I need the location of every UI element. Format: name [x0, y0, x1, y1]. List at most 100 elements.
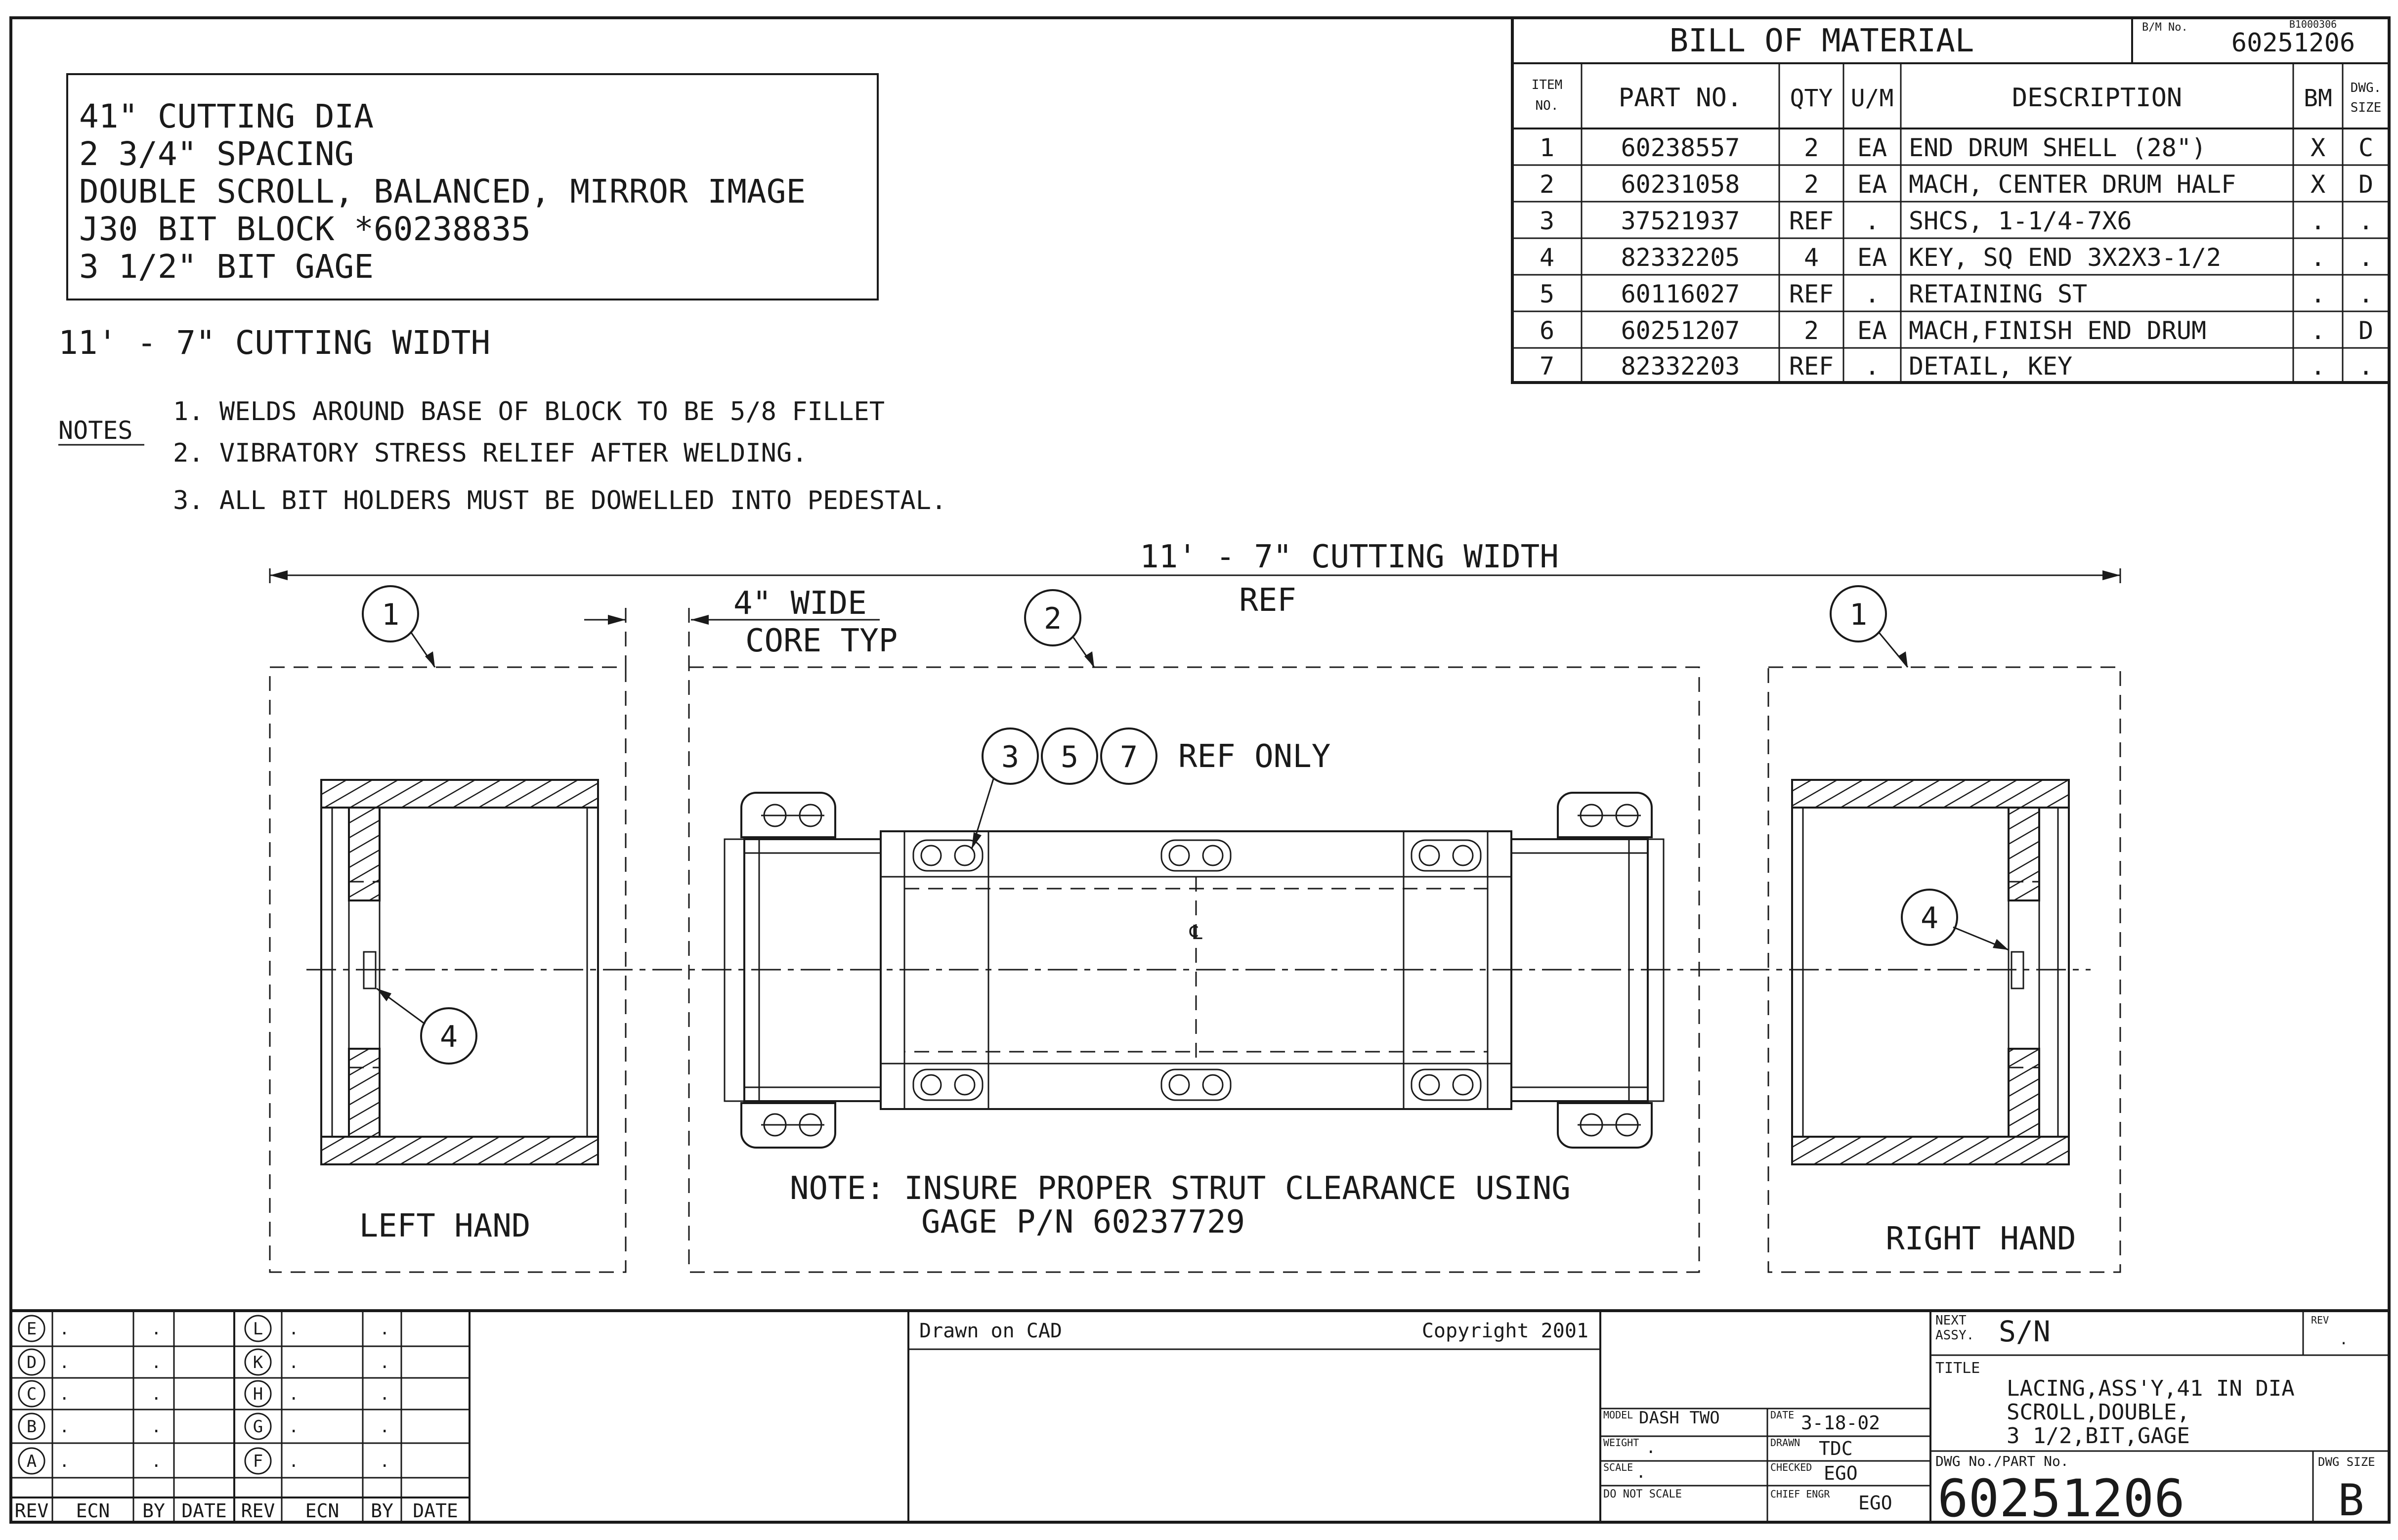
balloon-1-right: 1 — [1830, 585, 1909, 668]
revision-table: E D C B A L K H G F . . . . . . . . . . — [10, 1311, 471, 1522]
cad-notice-block: Drawn on CAD Copyright 2001 — [907, 1311, 1600, 1522]
rev-cell: . — [289, 1417, 299, 1437]
dwg-size-label: DWG SIZE — [2318, 1455, 2375, 1469]
bom-row-part: 60231058 — [1621, 170, 1740, 199]
bolt-pair — [1411, 1069, 1482, 1101]
balloon-4-right: 4 — [1921, 901, 1938, 936]
note-item: 3. ALL BIT HOLDERS MUST BE DOWELLED INTO… — [173, 486, 946, 515]
rev-cell: . — [289, 1319, 299, 1339]
balloon-2: 2 — [1024, 589, 1095, 668]
bolt-pair — [912, 1069, 984, 1101]
rev-cell: . — [151, 1417, 161, 1437]
core-width-label: CORE TYP — [745, 623, 898, 659]
checked-value: EGO — [1824, 1462, 1858, 1484]
copyright: Copyright 2001 — [1422, 1320, 1588, 1342]
bom-row-qty: REF — [1789, 207, 1834, 235]
rev-cell: . — [151, 1452, 161, 1471]
rev-col-header: ECN — [76, 1500, 110, 1522]
bom-row-qty: 2 — [1804, 316, 1819, 345]
bom-header-bm: BM — [2304, 85, 2332, 112]
model-label: MODEL — [1603, 1409, 1633, 1421]
rev-label: REV — [2311, 1314, 2329, 1326]
bom-row-bm: . — [2311, 243, 2325, 272]
bom-row-item: 6 — [1540, 316, 1554, 345]
bom-row-desc: SHCS, 1-1/4-7X6 — [1909, 207, 2132, 235]
title-line: LACING,ASS'Y,41 IN DIA — [2007, 1376, 2295, 1401]
title-label: TITLE — [1935, 1360, 1980, 1377]
rev-cell: . — [380, 1417, 389, 1437]
dwg-no-label: DWG No./PART No. — [1935, 1453, 2069, 1469]
bom-header-part: PART NO. — [1619, 83, 1742, 113]
rev-col-header: ECN — [305, 1500, 340, 1522]
rev-letter: L — [253, 1319, 263, 1339]
rev-letter: E — [27, 1319, 37, 1339]
balloon-1-left: 1 — [362, 585, 436, 668]
rev-letter: D — [27, 1353, 37, 1372]
bom-row-bm: X — [2311, 170, 2325, 199]
svg-text:2: 2 — [1044, 601, 1062, 636]
notes: NOTES 1. WELDS AROUND BASE OF BLOCK TO B… — [58, 397, 946, 515]
bom-row-qty: REF — [1789, 280, 1834, 308]
bom-header-size-2: SIZE — [2351, 100, 2382, 115]
ref-only-label: REF ONLY — [1178, 738, 1330, 775]
rev-cell: . — [151, 1319, 161, 1339]
bom-row-size: D — [2358, 316, 2373, 345]
bom-row-bm: X — [2311, 133, 2325, 162]
bom-row-qty: 2 — [1804, 170, 1819, 199]
cutting-width-label: 11' - 7" CUTTING WIDTH — [58, 324, 490, 362]
bom-row-bm: . — [2311, 316, 2325, 345]
bom-row-item: 3 — [1540, 207, 1554, 235]
notes-label: NOTES — [58, 416, 133, 445]
bom-row-size: . — [2358, 207, 2373, 235]
dwg-number: 60251206 — [1937, 1468, 2185, 1529]
bom-row-item: 2 — [1540, 170, 1554, 199]
drawn-label: DRAWN — [1770, 1437, 1800, 1449]
bom-row-desc: END DRUM SHELL (28") — [1909, 133, 2206, 162]
core-width-label: 4" WIDE — [733, 585, 867, 622]
bom-row-um: . — [1865, 352, 1880, 381]
rev-col-header: REV — [15, 1500, 49, 1522]
rev-cell: . — [59, 1417, 69, 1437]
checked-label: CHECKED — [1770, 1461, 1812, 1473]
rev-letter: F — [253, 1452, 263, 1471]
bolt-lug — [1557, 1102, 1653, 1149]
bolt-pair — [912, 839, 984, 872]
model-value: DASH TWO — [1639, 1408, 1720, 1428]
spec-line: J30 BIT BLOCK *60238835 — [79, 210, 531, 248]
next-assy-label: ASSY. — [1935, 1328, 1974, 1343]
rev-cell: . — [151, 1384, 161, 1404]
rev-cell: . — [380, 1452, 389, 1471]
svg-text:1: 1 — [1849, 598, 1867, 632]
bill-of-material: BILL OF MATERIAL B/M No. B1000306 602512… — [1511, 16, 2391, 384]
rev-cell: . — [289, 1353, 299, 1372]
bom-row-qty: REF — [1789, 352, 1834, 381]
bom-row-item: 4 — [1540, 243, 1554, 272]
note-item: 1. WELDS AROUND BASE OF BLOCK TO BE 5/8 … — [173, 397, 885, 427]
bom-row-part: 37521937 — [1621, 207, 1740, 235]
bom-row-size: . — [2358, 243, 2373, 272]
rev-col-header: BY — [142, 1500, 165, 1522]
next-assy-label: NEXT — [1935, 1313, 1967, 1328]
rev-cell: . — [59, 1319, 69, 1339]
bom-header-size-1: DWG. — [2351, 81, 2382, 95]
bom-row-um: EA — [1857, 170, 1887, 199]
next-assy-value: S/N — [1999, 1315, 2051, 1348]
rev-letter: B — [27, 1417, 37, 1437]
rev-letter: C — [27, 1384, 37, 1404]
strut-clearance-note: NOTE: INSURE PROPER STRUT CLEARANCE USIN… — [790, 1170, 1571, 1207]
spec-box: 41" CUTTING DIA 2 3/4" SPACING DOUBLE SC… — [66, 73, 879, 300]
bom-header-um: U/M — [1851, 85, 1894, 112]
bom-row-part: 60251207 — [1621, 316, 1740, 345]
bom-header-item-2: NO. — [1536, 98, 1559, 113]
bom-header-qty: QTY — [1790, 85, 1833, 112]
bolt-lug — [740, 792, 836, 838]
rev-letter: H — [253, 1384, 263, 1404]
center-mark: ℄ — [1189, 921, 1202, 944]
title-block: NEXT ASSY. S/N REV . TITLE LACING,ASS'Y,… — [1930, 1311, 2389, 1529]
spec-line: 3 1/2" BIT GAGE — [79, 248, 374, 286]
bom-row-part: 82332205 — [1621, 243, 1740, 272]
rev-col-header: DATE — [413, 1500, 458, 1522]
bom-row-item: 5 — [1540, 280, 1554, 308]
bolt-lug — [1557, 792, 1653, 838]
title-line: 3 1/2,BIT,GAGE — [2007, 1423, 2190, 1449]
